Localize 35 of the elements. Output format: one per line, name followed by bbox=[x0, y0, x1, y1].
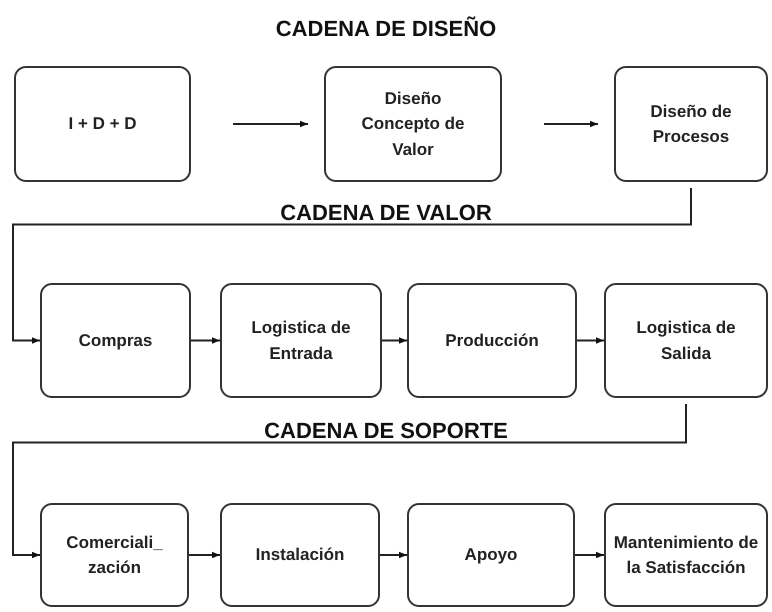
arrow bbox=[191, 337, 220, 344]
process-box bbox=[604, 283, 768, 398]
box-label: Instalación bbox=[256, 544, 344, 566]
arrow bbox=[577, 337, 604, 344]
process-box bbox=[220, 283, 382, 398]
box-label: Logistica de Entrada bbox=[251, 317, 351, 364]
arrow bbox=[12, 188, 692, 344]
box-label: Diseño de Procesos bbox=[649, 100, 733, 148]
process-box bbox=[407, 503, 575, 607]
box-label: Compras bbox=[78, 330, 152, 352]
process-box bbox=[220, 503, 380, 607]
arrow bbox=[380, 552, 407, 558]
arrow bbox=[575, 552, 604, 558]
box-label: Producción bbox=[445, 330, 539, 352]
box-label: Comerciali_ zación bbox=[65, 532, 164, 579]
box-label: Logistica de Salida bbox=[636, 317, 736, 364]
process-box bbox=[14, 66, 191, 182]
section-heading: CADENA DE SOPORTE bbox=[264, 418, 508, 444]
arrow bbox=[189, 552, 220, 558]
process-box bbox=[604, 503, 768, 607]
arrow bbox=[544, 120, 598, 128]
box-label: Diseño Concepto de Valor bbox=[360, 88, 466, 161]
arrow bbox=[12, 404, 687, 558]
arrow bbox=[382, 337, 407, 344]
process-box bbox=[40, 283, 191, 398]
box-label: I + D + D bbox=[68, 113, 137, 136]
section-heading: CADENA DE VALOR bbox=[280, 200, 492, 226]
diagram-title: CADENA DE DISEÑO bbox=[276, 16, 496, 42]
process-box bbox=[40, 503, 189, 607]
process-box bbox=[407, 283, 577, 398]
box-label: Apoyo bbox=[464, 544, 518, 566]
process-box bbox=[614, 66, 768, 182]
box-label: Mantenimiento de la Satisfacción bbox=[612, 532, 760, 579]
process-box bbox=[324, 66, 502, 182]
arrow bbox=[233, 120, 308, 128]
